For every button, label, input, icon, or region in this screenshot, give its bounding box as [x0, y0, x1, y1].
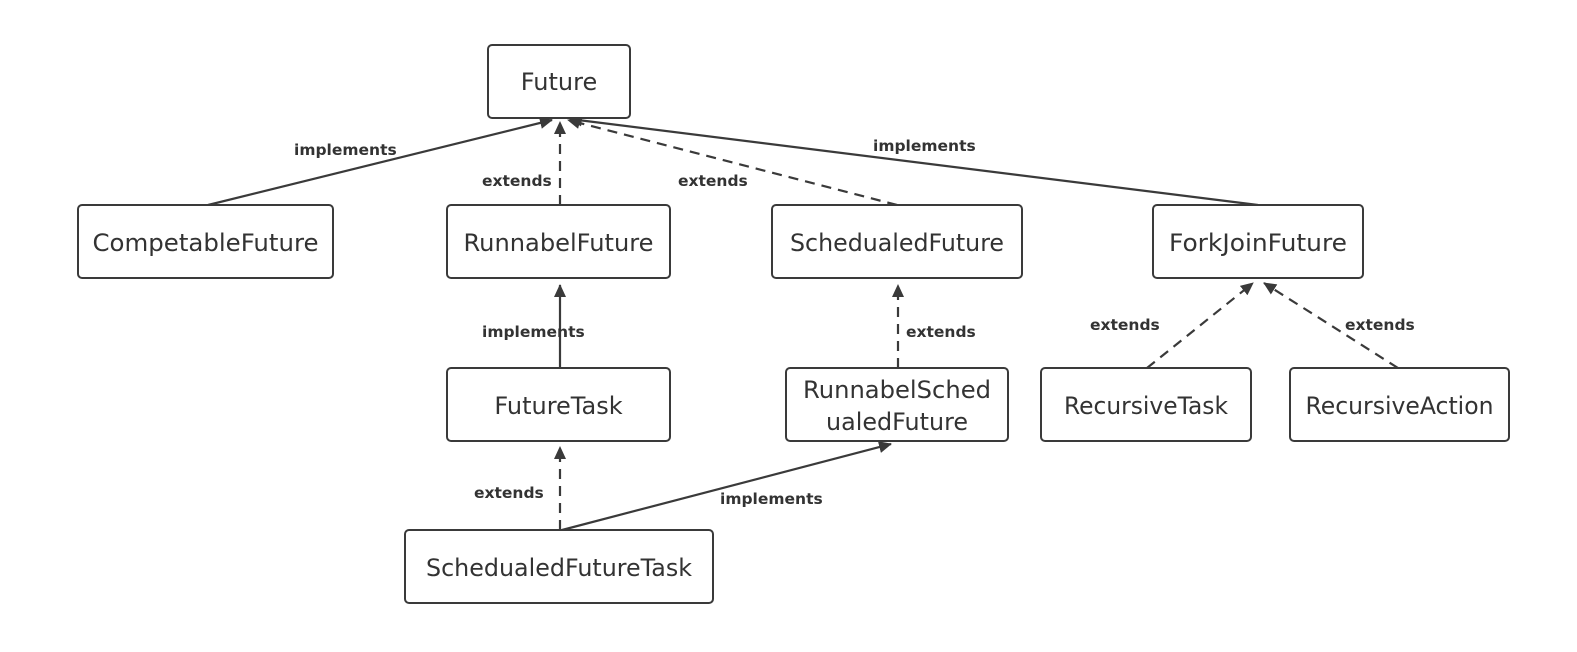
edge-label: implements: [873, 137, 976, 155]
node-recursive-task: RecursiveTask: [1040, 367, 1252, 442]
node-runnabel-future: RunnabelFuture: [446, 204, 671, 279]
edge-schedualed-extends-future: extends: [567, 117, 898, 207]
edge-recursivetask-extends-forkjoin: extends: [1090, 282, 1254, 369]
node-label: SchedualedFuture: [790, 229, 1004, 257]
edge-label: extends: [906, 323, 976, 341]
edge-label: extends: [678, 172, 748, 190]
edge-label: extends: [1345, 316, 1415, 334]
node-label: Future: [521, 68, 597, 96]
node-future: Future: [487, 44, 631, 119]
node-competable-future: CompetableFuture: [77, 204, 334, 279]
edge-label: extends: [474, 484, 544, 502]
edge-runnabelsched-extends-schedualed: extends: [892, 284, 976, 368]
edge-label: extends: [1090, 316, 1160, 334]
edge-label: extends: [482, 172, 552, 190]
node-label: RunnabelFuture: [464, 229, 654, 257]
node-schedualed-future-task: SchedualedFutureTask: [404, 529, 714, 604]
node-label: SchedualedFutureTask: [426, 554, 692, 582]
node-label: RecursiveAction: [1306, 392, 1494, 420]
node-runnabel-schedualed-future: RunnabelSched ualedFuture: [785, 367, 1009, 442]
edge-competable-implements-future: implements: [207, 117, 553, 207]
node-label-line1: RunnabelSched: [803, 376, 991, 404]
edge-runnabel-extends-future: extends: [482, 121, 566, 205]
edge-futuretask-implements-runnabel: implements: [482, 284, 585, 368]
edge-sft-extends-futuretask: extends: [474, 446, 566, 530]
edge-forkjoin-implements-future: implements: [569, 114, 1259, 207]
node-label: CompetableFuture: [93, 229, 319, 257]
node-label: FutureTask: [494, 392, 622, 420]
node-schedualed-future: SchedualedFuture: [771, 204, 1023, 279]
edge-recursiveaction-extends-forkjoin: extends: [1263, 282, 1415, 369]
node-label: ForkJoinFuture: [1169, 229, 1347, 257]
edge-label: implements: [482, 323, 585, 341]
node-future-task: FutureTask: [446, 367, 671, 442]
node-label-line2: ualedFuture: [826, 408, 968, 436]
node-label: RecursiveTask: [1064, 392, 1228, 420]
edge-sft-implements-runnabelsched: implements: [561, 441, 892, 532]
node-forkjoin-future: ForkJoinFuture: [1152, 204, 1364, 279]
edge-label: implements: [720, 490, 823, 508]
node-recursive-action: RecursiveAction: [1289, 367, 1510, 442]
edge-label: implements: [294, 141, 397, 159]
